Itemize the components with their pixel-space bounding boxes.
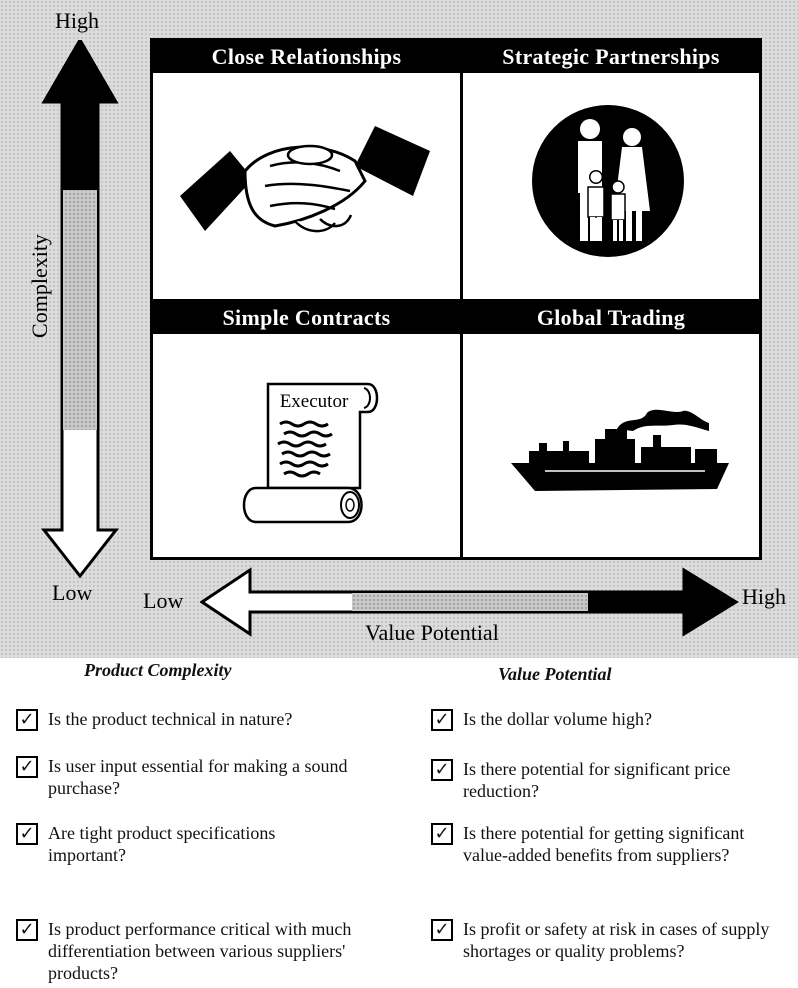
criterion-text: Are tight product specifications importa… [48,823,276,865]
handshake-icon [180,126,430,233]
family-group-icon [532,105,684,257]
value-potential-item: ✓ Is there potential for getting signifi… [431,822,791,866]
value-potential-item: ✓ Is profit or safety at risk in cases o… [431,918,791,962]
cargo-ship-icon [511,409,729,491]
complexity-axis-title: Complexity [27,234,52,338]
value-low-label: Low [143,588,184,613]
product-complexity-item: ✓ Are tight product specifications impor… [16,822,386,866]
grid-horizontal-divider [153,299,759,302]
complexity-high-label: High [55,8,99,33]
checkbox-checked-icon: ✓ [431,759,453,781]
value-high-label: High [742,584,786,609]
criterion-text: Is user input essential for making a sou… [48,756,348,798]
value-potential-item: ✓ Is there potential for significant pri… [431,758,791,802]
product-complexity-heading: Product Complexity [84,660,232,680]
checkbox-checked-icon: ✓ [431,823,453,845]
checkbox-checked-icon: ✓ [431,709,453,731]
checkbox-checked-icon: ✓ [16,823,38,845]
quadrant-close-relationships-title: Close Relationships [153,41,460,73]
criterion-text: Is the product technical in nature? [48,709,293,729]
product-complexity-item: ✓ Is user input essential for making a s… [16,755,386,799]
checkbox-checked-icon: ✓ [431,919,453,941]
quadrant-global-trading-title: Global Trading [463,302,759,334]
value-axis-title: Value Potential [365,620,499,645]
scroll-contract-icon: Executor [242,382,379,524]
value-potential-heading: Value Potential [498,664,612,684]
checkbox-checked-icon: ✓ [16,919,38,941]
value-potential-item: ✓ Is the dollar volume high? [431,708,791,731]
complexity-low-label: Low [52,580,93,605]
criterion-text: Is profit or safety at risk in cases of … [463,919,770,961]
complexity-axis-arrow [40,40,120,579]
quadrant-simple-contracts-title: Simple Contracts [153,302,460,334]
checkbox-checked-icon: ✓ [16,709,38,731]
criterion-text: Is the dollar volume high? [463,709,652,729]
checkbox-checked-icon: ✓ [16,756,38,778]
quadrant-strategic-partnerships-title: Strategic Partnerships [463,41,759,73]
value-axis-arrow [200,567,739,637]
product-complexity-item: ✓ Is the product technical in nature? [16,708,386,731]
criterion-text: Is there potential for getting significa… [463,823,745,865]
criterion-text: Is there potential for significant price… [463,759,731,801]
quadrant-grid: Close Relationships Strategic Partnershi… [150,38,762,560]
criterion-text: Is product performance critical with muc… [48,919,352,983]
product-complexity-item: ✓ Is product performance critical with m… [16,918,386,984]
scroll-title-text: Executor [280,391,349,412]
